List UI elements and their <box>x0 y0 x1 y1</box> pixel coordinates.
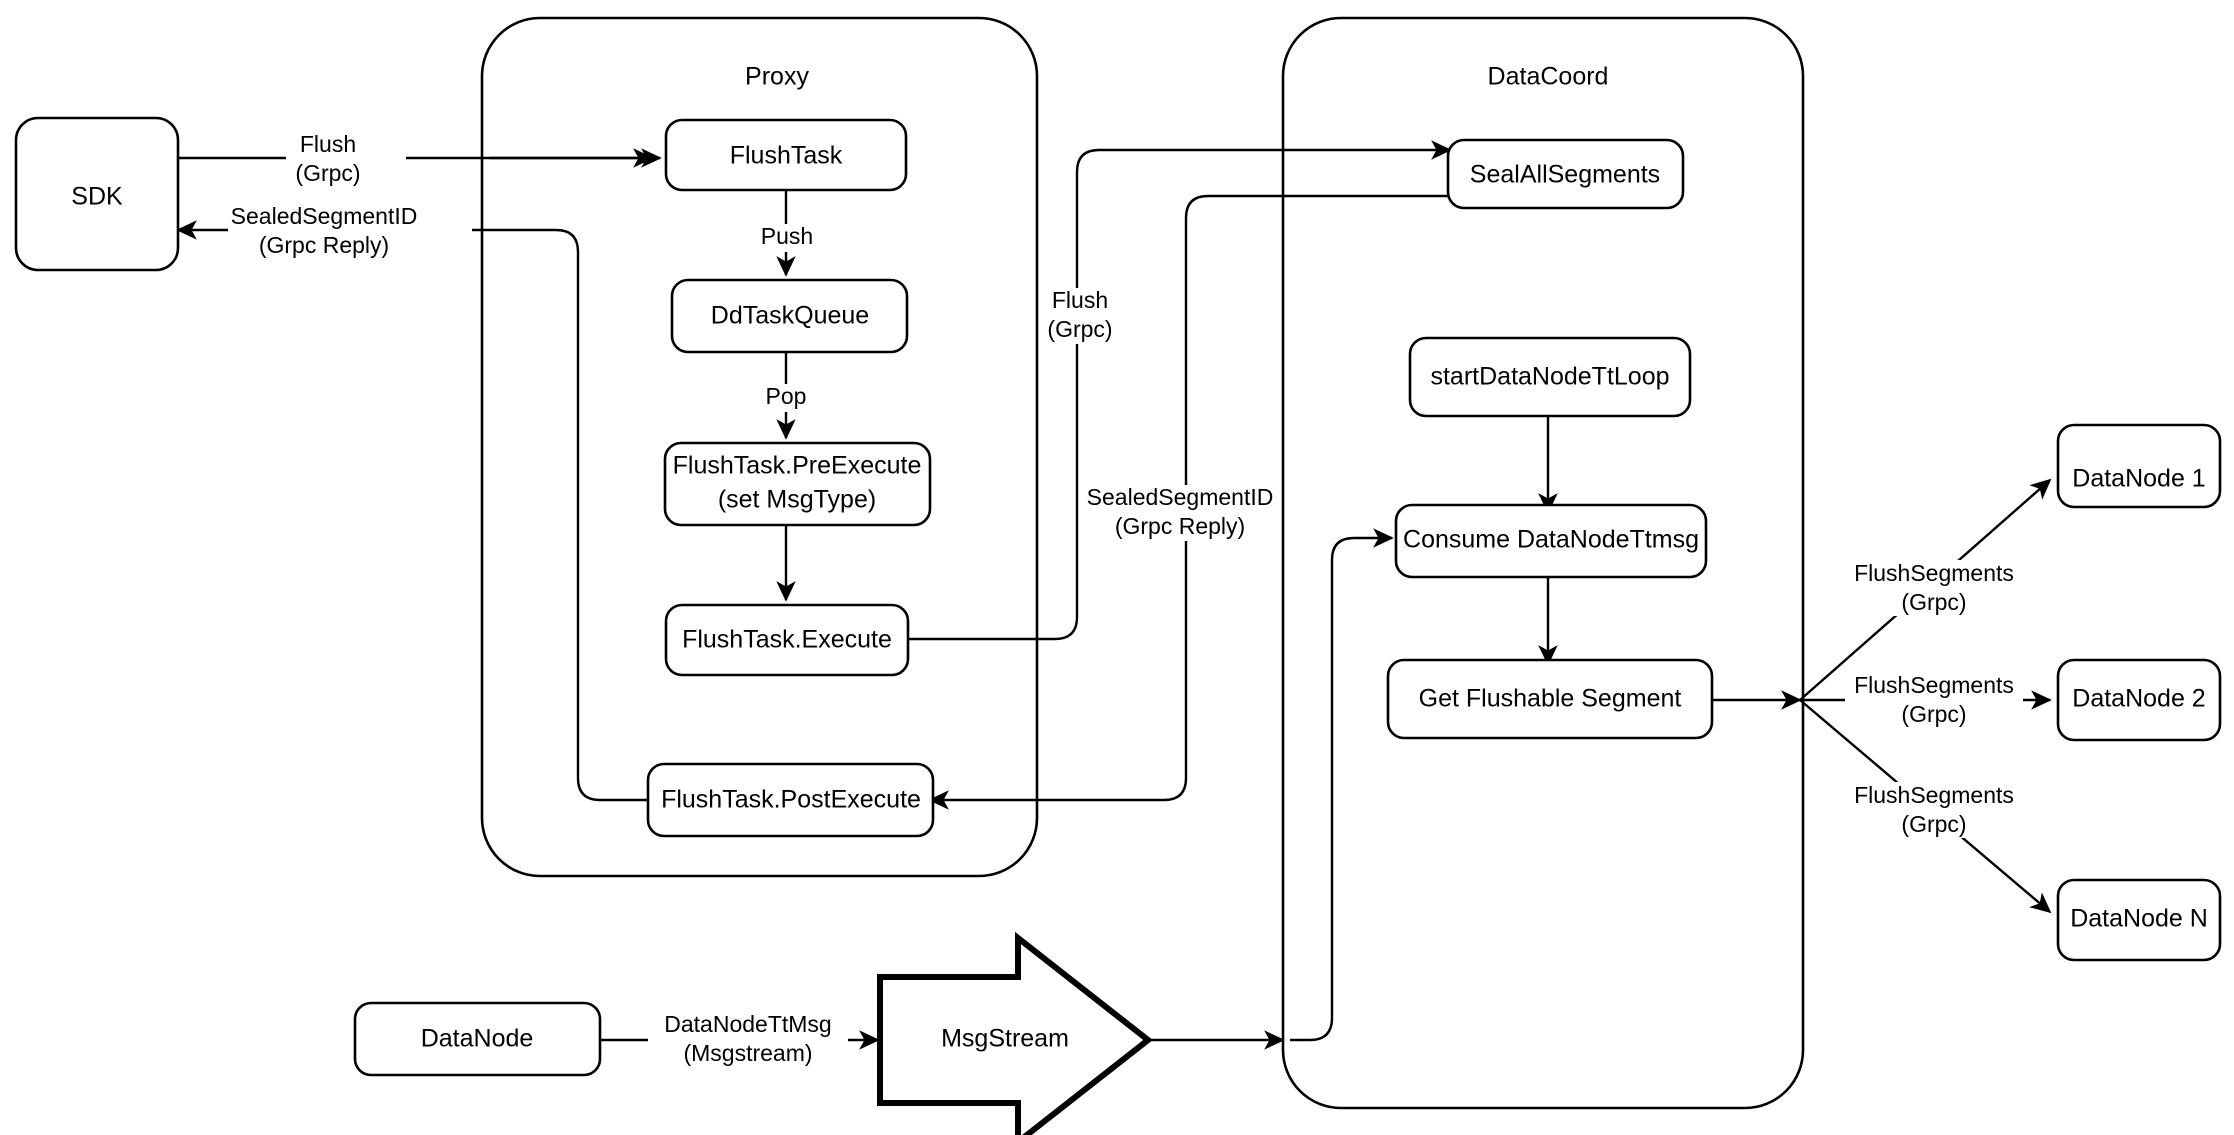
node-datanode-bottom-label: DataNode <box>421 1025 534 1053</box>
node-get-flushable-segment-label: Get Flushable Segment <box>1419 685 1682 713</box>
node-flushtask-preexecute[interactable] <box>663 441 932 527</box>
node-get-flushable-segment[interactable] <box>1386 658 1714 740</box>
edge-label-sdk-flush-line2: (Grpc) <box>295 160 360 186</box>
node-sdk[interactable] <box>14 116 180 272</box>
edge-execute-to-sealallsegments <box>908 140 1452 641</box>
node-flush-task-label: FlushTask <box>730 142 843 170</box>
label-bg-coord-proxy-reply <box>1082 485 1280 541</box>
edge-label-sdk-flush-line1: Flush <box>300 131 356 157</box>
edge-label-sdk-reply-line1: SealedSegmentID <box>231 203 418 229</box>
node-seal-all-segments[interactable] <box>1446 138 1685 210</box>
edge-label-datanode-ttmsg-line1: DataNodeTtMsg <box>664 1011 831 1037</box>
node-consume-datanode-ttmsg[interactable] <box>1394 503 1708 579</box>
node-start-datanode-tt-loop[interactable] <box>1408 336 1692 418</box>
edge-label-coord-flush-line1: Flush <box>1052 287 1108 313</box>
node-datanode-bottom[interactable] <box>353 1001 602 1077</box>
node-flushtask-execute[interactable] <box>664 603 910 677</box>
edge-datacoord-to-consume <box>1290 528 1394 1042</box>
label-bg-flushsegments-1 <box>1845 560 2023 616</box>
node-seal-all-segments-label: SealAllSegments <box>1470 161 1660 189</box>
node-flushtask-postexecute-label: FlushTask.PostExecute <box>661 786 921 814</box>
edge-label-sdk-reply-line2: (Grpc Reply) <box>259 232 389 258</box>
node-sdk-label: SDK <box>71 183 123 211</box>
label-bg-pop <box>752 384 820 412</box>
edge-postexecute-to-sdk <box>176 220 648 802</box>
edge-label-pop: Pop <box>766 383 807 409</box>
label-bg-push <box>750 224 824 252</box>
edge-label-coord-flush-line2: (Grpc) <box>1047 316 1112 342</box>
edge-label-push: Push <box>761 223 813 249</box>
node-start-datanode-tt-loop-label: startDataNodeTtLoop <box>1430 363 1669 391</box>
edge-label-flushsegments-2-line1: FlushSegments <box>1854 672 2014 698</box>
node-msgstream-label: MsgStream <box>941 1025 1069 1053</box>
node-datanode-1[interactable] <box>2056 423 2222 509</box>
edge-label-flushsegments-n-line1: FlushSegments <box>1854 782 2014 808</box>
edge-label-flushsegments-n-line2: (Grpc) <box>1901 811 1966 837</box>
label-bg-flushsegments-2 <box>1845 672 2023 728</box>
node-dd-task-queue[interactable] <box>670 278 909 354</box>
node-msgstream[interactable] <box>877 931 1153 1135</box>
node-datanode-2-label: DataNode 2 <box>2072 685 2205 713</box>
edge-label-flushsegments-2-line2: (Grpc) <box>1901 701 1966 727</box>
group-proxy <box>480 16 1039 878</box>
edge-label-flushsegments-1-line1: FlushSegments <box>1854 560 2014 586</box>
label-bg-flush-grpc <box>286 132 406 188</box>
label-bg-flushsegments-n <box>1845 782 2023 838</box>
node-dd-task-queue-label: DdTaskQueue <box>711 302 869 330</box>
node-datanode-n-label: DataNode N <box>2070 905 2208 933</box>
node-datanode-2[interactable] <box>2056 658 2222 742</box>
edge-label-datanode-ttmsg-line2: (Msgstream) <box>683 1040 812 1066</box>
node-flushtask-preexecute-label-line1: FlushTask.PreExecute <box>673 452 922 480</box>
label-bg-datanode-ttmsg <box>648 1012 848 1068</box>
node-flushtask-postexecute[interactable] <box>646 762 935 838</box>
edge-label-flushsegments-1-line2: (Grpc) <box>1901 589 1966 615</box>
edge-label-coord-reply-line2: (Grpc Reply) <box>1115 513 1245 539</box>
node-flush-task[interactable] <box>664 118 908 192</box>
node-datanode-1-label: DataNode 1 <box>2072 465 2205 493</box>
label-bg-sealedsegmentid <box>228 204 472 260</box>
edge-label-coord-reply-line1: SealedSegmentID <box>1087 484 1274 510</box>
node-flushtask-preexecute-label-line2: (set MsgType) <box>718 486 876 514</box>
label-bg-proxy-coord-flush <box>1040 288 1150 344</box>
node-datanode-n[interactable] <box>2056 878 2222 962</box>
group-proxy-label: Proxy <box>745 63 809 91</box>
group-datacoord <box>1281 16 1805 1110</box>
node-consume-datanode-ttmsg-label: Consume DataNodeTtmsg <box>1403 526 1699 554</box>
node-flushtask-execute-label: FlushTask.Execute <box>682 626 892 654</box>
group-datacoord-label: DataCoord <box>1488 63 1609 91</box>
